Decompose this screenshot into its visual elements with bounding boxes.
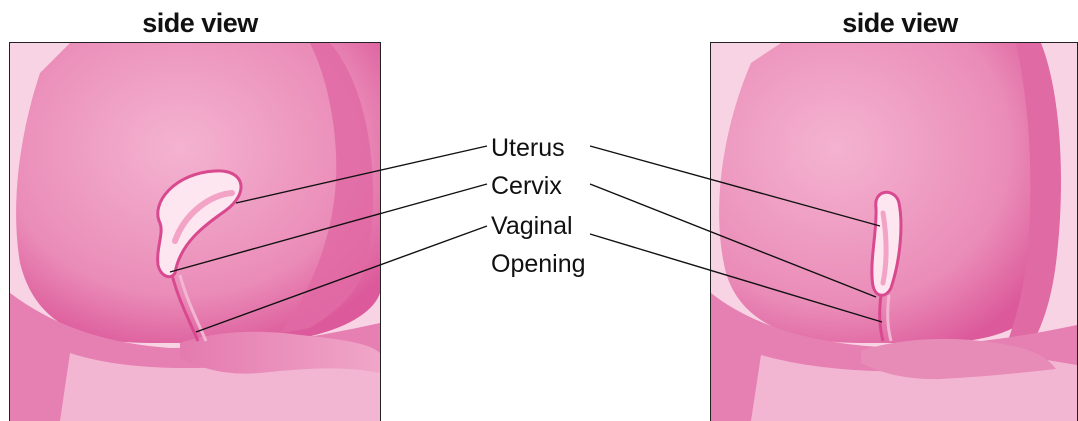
left-panel-caption: side view	[110, 8, 290, 39]
right-panel-caption: side view	[810, 8, 990, 39]
left-side-view-illustration	[9, 42, 381, 421]
uterus-label: Uterus	[491, 136, 565, 161]
vaginal-label: Vaginal	[491, 214, 573, 239]
opening-label: Opening	[491, 252, 586, 277]
cervix-label: Cervix	[491, 174, 562, 199]
right-side-view-illustration	[710, 42, 1078, 421]
